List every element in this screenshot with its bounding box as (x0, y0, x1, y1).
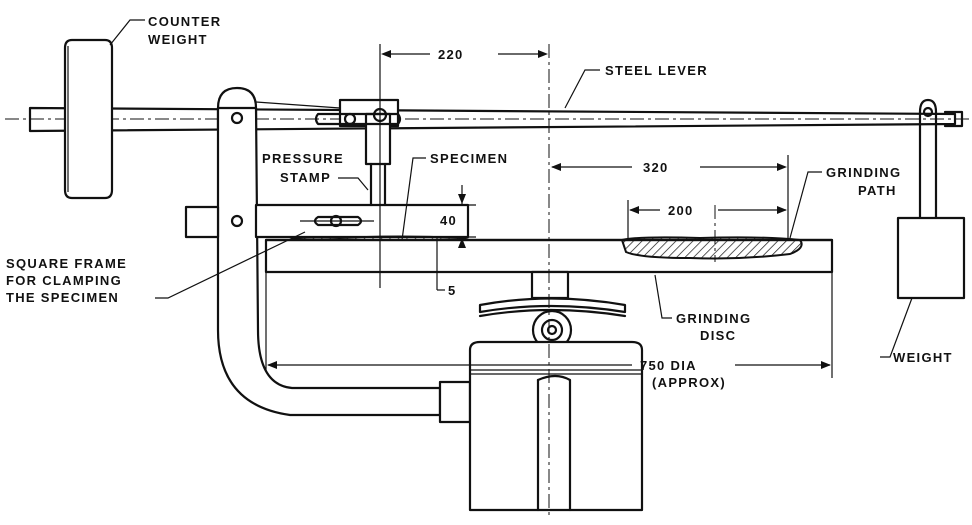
dim-200-label: 200 (668, 203, 694, 218)
counter-weight (63, 38, 114, 200)
pressure-stamp (314, 98, 402, 207)
label-grinding-path-2: PATH (858, 183, 897, 198)
label-counter-weight-1: COUNTER (148, 14, 221, 29)
label-pressure-stamp-1: PRESSURE (262, 151, 344, 166)
label-grinding-path-1: GRINDING (826, 165, 901, 180)
dim-200 (629, 206, 787, 214)
dim-750 (267, 361, 831, 369)
grinding-path-hatch (620, 236, 803, 260)
dim-40 (430, 185, 476, 248)
label-grinding-disc-2: DISC (700, 328, 736, 343)
dim-5 (436, 236, 445, 291)
label-square-frame-1: SQUARE FRAME (6, 256, 127, 271)
label-weight: WEIGHT (893, 350, 953, 365)
dim-750-label-2: (APPROX) (652, 375, 726, 390)
label-steel-lever: STEEL LEVER (605, 63, 708, 78)
label-counter-weight-2: WEIGHT (148, 32, 208, 47)
motor-base (468, 340, 644, 512)
dim-40-label: 40 (440, 213, 457, 228)
hanging-weight (896, 98, 966, 300)
dim-220 (381, 50, 548, 58)
dim-5-label: 5 (448, 283, 457, 298)
steel-lever (28, 106, 964, 133)
label-specimen: SPECIMEN (430, 151, 508, 166)
label-grinding-disc-1: GRINDING (676, 311, 751, 326)
square-frame (254, 203, 470, 239)
leader-lines (109, 19, 913, 358)
label-square-frame-2: FOR CLAMPING (6, 273, 122, 288)
dim-750-label-1: 750 DIA (640, 358, 697, 373)
label-square-frame-3: THE SPECIMEN (6, 290, 119, 305)
label-pressure-stamp-2: STAMP (280, 170, 331, 185)
dim-220-label: 220 (438, 47, 464, 62)
clamping-frame-arm (184, 86, 472, 424)
dim-320 (551, 163, 787, 171)
dim-320-label: 320 (643, 160, 669, 175)
disc-spindle (478, 270, 627, 351)
